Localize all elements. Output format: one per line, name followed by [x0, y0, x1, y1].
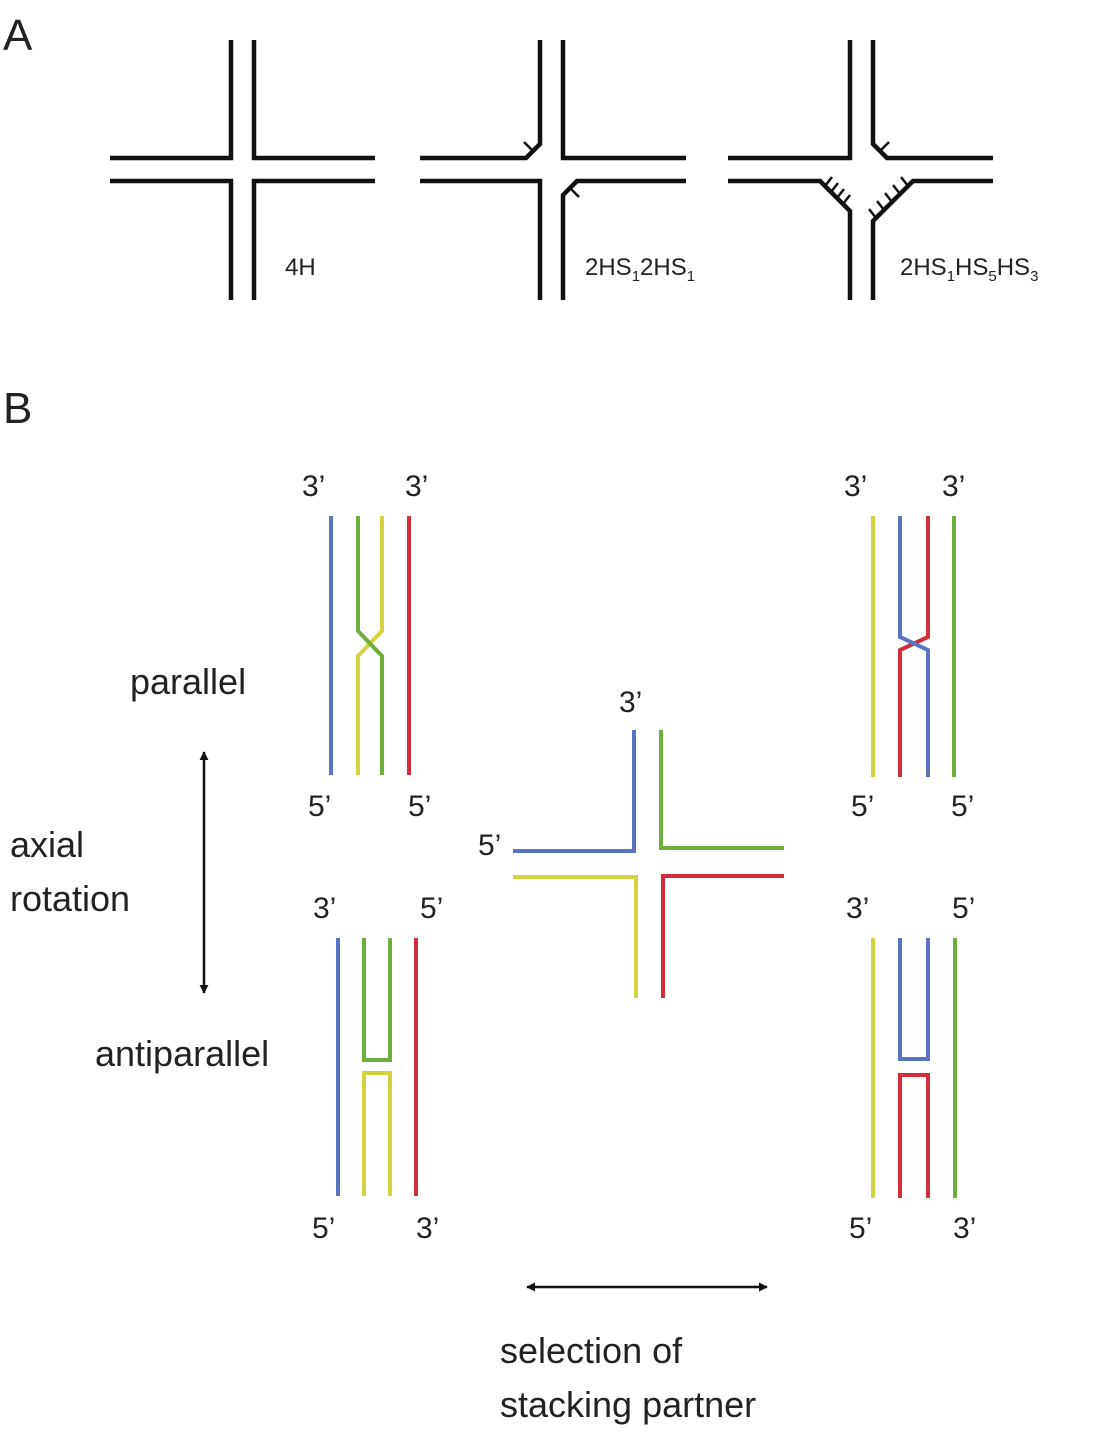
left-antiparallel-stack	[336, 938, 418, 1196]
left-parallel-stack	[329, 516, 411, 775]
right-antiparallel-end-bottom-right: 3’	[953, 1212, 976, 1245]
junction-4h	[110, 40, 375, 300]
left-parallel-end-bottom-right: 5’	[408, 790, 431, 823]
right-parallel-end-top-left: 3’	[844, 470, 867, 503]
right-parallel-stack	[871, 516, 956, 777]
center-end-top: 3’	[619, 686, 642, 719]
right-parallel-end-top-right: 3’	[942, 470, 965, 503]
right-antiparallel-end-bottom-left: 5’	[849, 1212, 872, 1245]
right-antiparallel-end-top-left: 3’	[846, 892, 869, 925]
left-antiparallel-end-top-left: 3’	[313, 892, 336, 925]
antiparallel-label: antiparallel	[95, 1033, 269, 1074]
parallel-label: parallel	[130, 661, 246, 702]
left-parallel-end-top-left: 3’	[302, 470, 325, 503]
panel-a-label: A	[3, 11, 33, 60]
junction-2hs1-hs5-hs3-label: 2HS1HS5HS3	[900, 254, 1038, 285]
panel-b-label: B	[3, 384, 32, 433]
stacking-label-line1: selection of	[500, 1330, 683, 1371]
left-antiparallel-end-bottom-right: 3’	[416, 1212, 439, 1245]
left-antiparallel-end-top-right: 5’	[420, 892, 443, 925]
junction-2hs1-2hs1	[420, 40, 686, 300]
right-parallel-end-bottom-right: 5’	[951, 790, 974, 823]
right-antiparallel-stack	[871, 938, 957, 1198]
center-junction	[513, 730, 784, 998]
right-antiparallel-end-top-right: 5’	[952, 892, 975, 925]
left-antiparallel-end-bottom-left: 5’	[312, 1212, 335, 1245]
center-end-left: 5’	[478, 829, 501, 862]
left-parallel-end-bottom-left: 5’	[308, 790, 331, 823]
junction-4h-label: 4H	[285, 254, 316, 281]
axial-rotation-label-line1: axial	[10, 824, 84, 865]
stacking-label-line2: stacking partner	[500, 1384, 756, 1425]
axial-rotation-label-line2: rotation	[10, 878, 130, 919]
left-parallel-end-top-right: 3’	[405, 470, 428, 503]
right-parallel-end-bottom-left: 5’	[851, 790, 874, 823]
junction-2hs1-2hs1-label: 2HS12HS1	[585, 254, 695, 285]
junction-2hs1-hs5-hs3	[728, 40, 993, 300]
